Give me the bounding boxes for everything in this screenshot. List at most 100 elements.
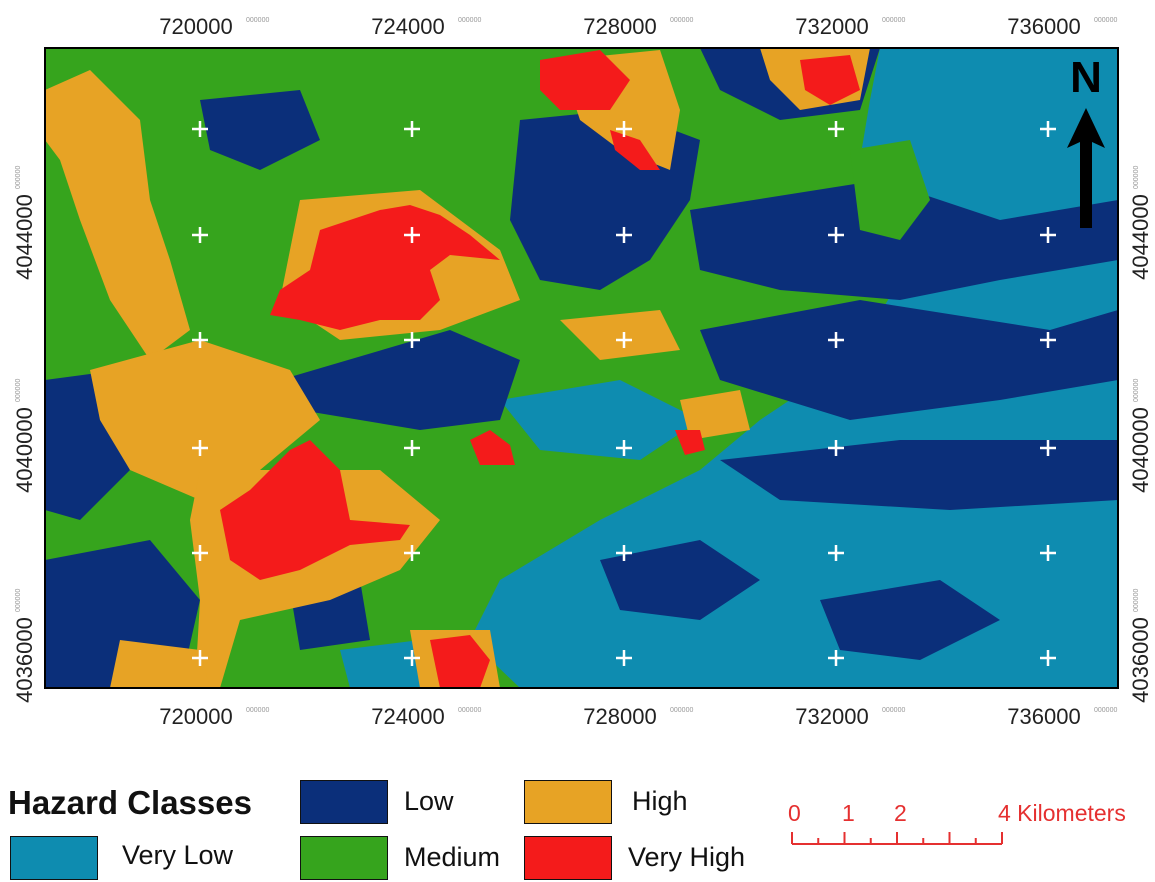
coordinate-labels: 720000 000000 720000 000000 724000 000000 7240… xyxy=(12,14,1153,729)
x-tick-sup-top: 000000 xyxy=(246,17,269,24)
zone-high-center-patch xyxy=(680,390,750,440)
north-arrow-icon xyxy=(1067,108,1105,228)
x-tick-sup-bottom: 000000 xyxy=(246,707,269,714)
grid-cross-icon xyxy=(1040,332,1056,348)
legend-label-low: Low xyxy=(404,786,454,816)
zone-very-high-patch xyxy=(675,430,705,455)
grid-cross-icon xyxy=(828,121,844,137)
zone-low-center-west xyxy=(280,330,520,430)
legend-title: Hazard Classes xyxy=(8,784,252,821)
legend-swatch-very-low xyxy=(10,836,98,880)
y-tick-label-right: 4040000 xyxy=(1128,407,1153,493)
y-tick-sup-right: 000000 xyxy=(1133,379,1140,402)
zone-very-high-south xyxy=(430,635,490,688)
x-tick-sup-bottom: 000000 xyxy=(458,707,481,714)
legend-swatch-medium xyxy=(300,836,388,880)
hazard-zones xyxy=(45,48,1118,688)
grid-cross-icon xyxy=(616,545,632,561)
grid-cross-icon xyxy=(404,545,420,561)
grid-cross-icon xyxy=(192,650,208,666)
grid-cross-icon xyxy=(1040,227,1056,243)
y-tick-sup-left: 000000 xyxy=(15,589,22,612)
legend-label-high: High xyxy=(632,786,688,816)
x-tick-label-top: 728000 xyxy=(583,14,656,39)
y-tick-sup-left: 000000 xyxy=(15,379,22,402)
zone-high-west xyxy=(90,340,320,500)
zone-low-east-band xyxy=(690,180,1118,300)
scale-label-1: 1 xyxy=(842,800,855,826)
grid-cross-icon xyxy=(192,332,208,348)
x-tick-label-top: 724000 xyxy=(371,14,444,39)
x-tick-label-bottom: 728000 xyxy=(583,704,656,729)
legend-swatch-high xyxy=(524,780,612,824)
zone-low-east-band-3 xyxy=(720,440,1118,510)
x-tick-sup-bottom: 000000 xyxy=(882,707,905,714)
grid-cross-icon xyxy=(828,545,844,561)
legend-swatch-low xyxy=(300,780,388,824)
x-tick-label-bottom: 732000 xyxy=(795,704,868,729)
y-tick-sup-right: 000000 xyxy=(1133,166,1140,189)
x-tick-label-top: 732000 xyxy=(795,14,868,39)
scale-bar-line xyxy=(791,832,1003,845)
y-tick-sup-right: 000000 xyxy=(1133,589,1140,612)
grid-cross-icon xyxy=(404,121,420,137)
grid-cross-icon xyxy=(404,440,420,456)
y-tick-sup-left: 000000 xyxy=(15,166,22,189)
grid-cross-icon xyxy=(192,440,208,456)
scale-label-0: 0 xyxy=(788,800,801,826)
y-tick-label-right: 4036000 xyxy=(1128,617,1153,703)
zone-very-high-north-small xyxy=(610,130,660,170)
grid-cross-icon xyxy=(616,650,632,666)
zone-very-high-north xyxy=(540,50,630,110)
x-tick-label-bottom: 720000 xyxy=(159,704,232,729)
zone-very-high-southwest xyxy=(220,440,410,580)
grid-cross-icon xyxy=(828,332,844,348)
grid-cross-icon xyxy=(192,121,208,137)
zone-low-east-band-2 xyxy=(700,300,1118,420)
grid-cross-icon xyxy=(828,650,844,666)
grid-cross-icon xyxy=(616,332,632,348)
grid-cross-icon xyxy=(1040,121,1056,137)
x-tick-label-top: 736000 xyxy=(1007,14,1080,39)
zone-medium-east-patch xyxy=(850,140,930,240)
grid-cross-icon xyxy=(404,332,420,348)
grid-cross-icon xyxy=(828,440,844,456)
grid-cross-icon xyxy=(404,227,420,243)
zone-low-southeast xyxy=(600,540,760,620)
legend-label-very-low: Very Low xyxy=(122,840,234,870)
zone-low-southeast-2 xyxy=(820,580,1000,660)
grid-cross-icon xyxy=(192,545,208,561)
legend-label-very-high: Very High xyxy=(628,842,746,872)
zone-very-high-center-small xyxy=(470,430,515,465)
y-tick-label-left: 4040000 xyxy=(12,407,37,493)
north-arrow-label: N xyxy=(1070,53,1102,102)
y-tick-label-right: 4044000 xyxy=(1128,194,1153,280)
grid-cross-icon xyxy=(616,227,632,243)
zone-very-high-center xyxy=(270,205,500,330)
zone-very-low-center xyxy=(500,380,700,460)
zone-very-high-northeast xyxy=(800,55,860,105)
x-tick-label-top: 720000 xyxy=(159,14,232,39)
hazard-map: 720000 000000 720000 000000 724000 000000 7240… xyxy=(12,14,1153,729)
zone-high-northwest-band xyxy=(45,70,190,360)
zone-low-northwest xyxy=(200,90,320,170)
x-tick-sup-top: 000000 xyxy=(1094,17,1117,24)
x-tick-sup-top: 000000 xyxy=(670,17,693,24)
x-tick-sup-bottom: 000000 xyxy=(1094,707,1117,714)
scale-bar: 0 1 2 4 Kilometers xyxy=(780,800,1150,860)
north-arrow: N xyxy=(1067,53,1105,228)
x-tick-label-bottom: 736000 xyxy=(1007,704,1080,729)
y-tick-label-left: 4036000 xyxy=(12,617,37,703)
scale-label-2: 2 xyxy=(894,800,907,826)
x-tick-label-bottom: 724000 xyxy=(371,704,444,729)
grid-cross-icon xyxy=(1040,545,1056,561)
x-tick-sup-top: 000000 xyxy=(882,17,905,24)
zone-high-south-west xyxy=(110,640,210,688)
grid-cross-icon xyxy=(828,227,844,243)
scale-label-4: 4 Kilometers xyxy=(998,800,1126,826)
x-tick-sup-bottom: 000000 xyxy=(670,707,693,714)
grid-cross-icon xyxy=(1040,440,1056,456)
grid-cross-icon xyxy=(404,650,420,666)
grid-cross-icon xyxy=(616,121,632,137)
legend-label-medium: Medium xyxy=(404,842,501,872)
